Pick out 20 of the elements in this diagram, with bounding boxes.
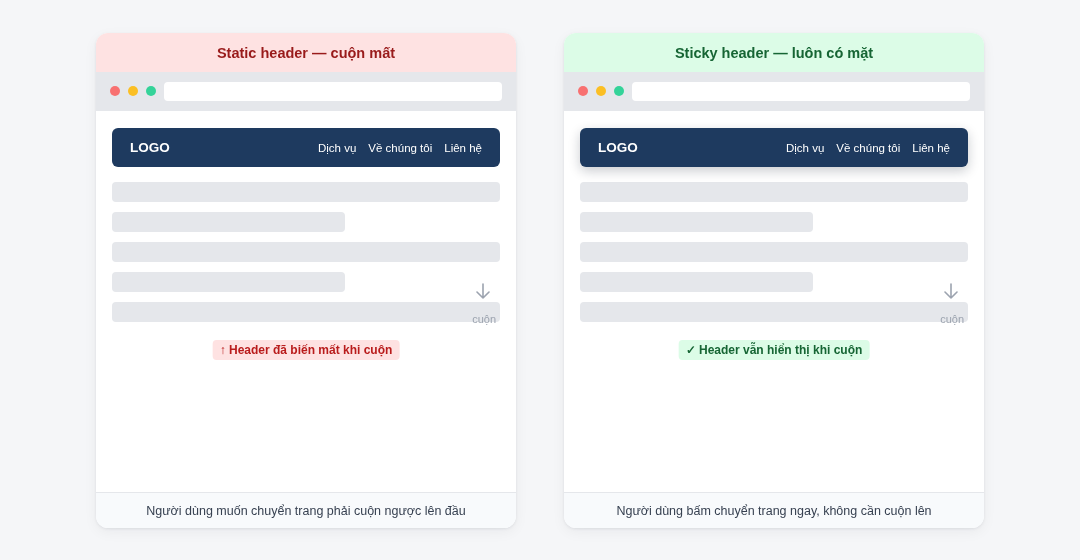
status-badge: ✓ Header vẫn hiển thị khi cuộn [678,340,870,360]
status-badge: ↑ Header đã biến mất khi cuộn [212,340,400,360]
navigation-bar [112,128,500,167]
nav-link: Về chúng tôi [368,141,433,154]
card-title: Static header — cuộn mất [96,33,516,72]
scroll-hint-text: cuộn [472,313,496,326]
nav-link: Dịch vụ [785,141,825,154]
nav-link: Dịch vụ [317,141,357,154]
caption-footer: Người dùng muốn chuyển trang phải cuộn ngược lên đầu [96,492,516,528]
card-title: Sticky header — luôn có mặt [564,33,984,72]
browser-mockup-card [564,33,984,528]
nav-link: Về chúng tôi [836,141,901,154]
placeholder-text: LOGO [130,140,170,155]
navigation-bar [580,128,968,167]
caption-footer: Người dùng bấm chuyển trang ngay, không cần cuộn lên [564,492,984,528]
nav-link: Liên hệ [444,141,482,154]
nav-link: Liên hệ [912,141,950,154]
scroll-hint-text: cuộn [940,313,964,326]
placeholder-text: LOGO [598,140,638,155]
browser-mockup-card [96,33,516,528]
